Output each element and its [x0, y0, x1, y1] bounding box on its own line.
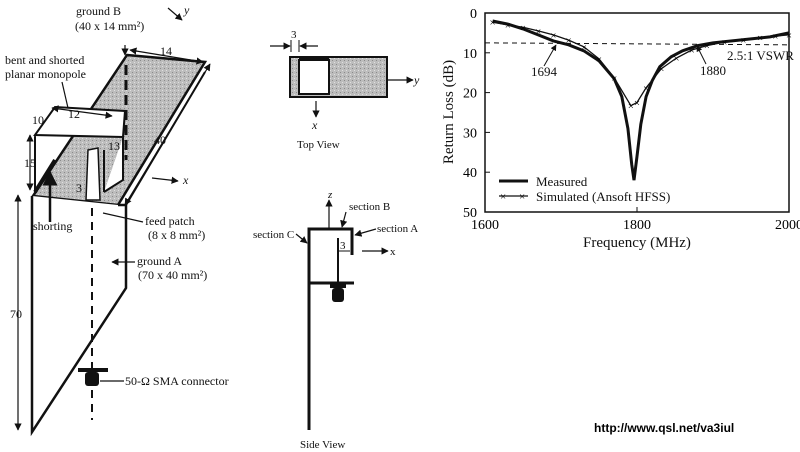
simulated-data-point: × [740, 35, 746, 47]
dim-14: 14 [160, 44, 172, 58]
sma-connector-icon [78, 368, 108, 386]
feed-patch-label: feed patch [145, 214, 195, 228]
side-view [295, 199, 389, 430]
monopole-label-1: bent and shorted [5, 53, 84, 67]
connector-label: 50-Ω SMA connector [125, 374, 229, 388]
monopole-label-2: planar monopole [5, 67, 86, 81]
simulated-data-point: × [489, 17, 495, 29]
series-measured-line [492, 19, 790, 181]
dim-70: 70 [10, 307, 22, 321]
ground-a-label: ground A [137, 254, 182, 268]
y-tick-label: 10 [463, 47, 477, 62]
annotation-1880: 1880 [700, 63, 726, 78]
legend-simulated-marker-2: × [519, 191, 525, 203]
annotation-1694: 1694 [531, 64, 558, 79]
dim-40: 40 [154, 133, 166, 147]
dim-12-arrow [51, 105, 113, 119]
source-url: http://www.qsl.net/va3iul [594, 421, 734, 435]
simulated-data-point: × [505, 20, 511, 32]
simulated-data-point: × [673, 53, 679, 65]
dim-13: 13 [108, 139, 120, 153]
simulated-data-point: × [772, 31, 778, 43]
ground-a-size: (70 x 40 mm²) [138, 268, 207, 282]
dim-14-arrow [129, 47, 204, 65]
simulated-data-point: × [581, 42, 587, 54]
simulated-data-point: × [689, 45, 695, 57]
x-axis-label: x [182, 173, 189, 187]
section-a-label: section A [377, 223, 418, 235]
simulated-data-point: × [596, 54, 602, 66]
series-simulated-line [492, 21, 790, 107]
simulated-data-point: × [611, 73, 617, 85]
top-view-dim-3: 3 [291, 29, 297, 41]
simulated-data-point: × [757, 33, 763, 45]
top-view-y-label: y [413, 73, 420, 87]
side-view-dim-3: 3 [340, 240, 346, 252]
y-axis-title: Return Loss (dB) [441, 60, 457, 164]
x-tick-label: 2000 [775, 218, 800, 233]
simulated-data-point: × [721, 37, 727, 49]
x-axis-arrow [151, 176, 179, 184]
y-tick-label: 50 [463, 206, 477, 221]
y-tick-label: 30 [463, 126, 477, 141]
annotation-1694-arrow [543, 44, 557, 67]
legend-simulated-label: Simulated (Ansoft HFSS) [536, 189, 670, 204]
y-axis-arrow [167, 7, 183, 21]
simulated-data-point: × [634, 98, 640, 110]
legend-measured-label: Measured [536, 174, 588, 189]
y-tick-label: 0 [470, 7, 477, 22]
x-tick-label: 1800 [623, 218, 651, 233]
perspective-view [14, 7, 211, 437]
simulated-data-point: × [786, 30, 792, 42]
side-view-title: Side View [300, 439, 345, 451]
simulated-data-point: × [658, 64, 664, 76]
monopole-leader [61, 81, 69, 109]
vswr-reference-line [484, 42, 790, 46]
dim-12: 12 [68, 107, 80, 121]
vswr-label: 2.5:1 VSWR [727, 48, 794, 63]
top-view-title: Top View [297, 139, 340, 151]
dim-10: 10 [32, 113, 44, 127]
top-view [270, 40, 414, 118]
feed-patch-leader [102, 212, 144, 223]
side-view-x-label: x [390, 246, 396, 258]
simulated-data-point: × [550, 30, 556, 42]
simulated-data-point: × [628, 101, 634, 113]
side-view-z-label: z [327, 189, 333, 201]
annotation-1880-arrow [696, 45, 707, 65]
side-sma-connector-icon [330, 283, 346, 302]
perspective-labels: ground B (40 x 14 mm²) y 14 bent and sho… [5, 3, 229, 388]
y-tick-label: 40 [463, 166, 477, 181]
feed-patch [85, 147, 101, 201]
dim-3: 3 [76, 181, 82, 195]
dim-15: 15 [24, 156, 36, 170]
ground-b-label: ground B [76, 4, 121, 18]
x-tick-label: 1600 [471, 218, 499, 233]
section-c-label: section C [253, 229, 294, 241]
shorting-label: shorting [33, 219, 72, 233]
simulated-data-point: × [565, 35, 571, 47]
simulated-data-point: × [643, 83, 649, 95]
section-b-label: section B [349, 201, 390, 213]
simulated-data-point: × [535, 26, 541, 38]
top-view-x-label: x [311, 118, 318, 132]
feed-patch-size: (8 x 8 mm²) [148, 228, 205, 242]
ground-a [30, 196, 128, 437]
y-axis-label: y [183, 3, 190, 17]
y-tick-label: 20 [463, 87, 477, 102]
legend-simulated-marker-1: × [500, 191, 506, 203]
simulated-data-point: × [704, 41, 710, 53]
simulated-data-point: × [520, 22, 526, 34]
x-axis-title: Frequency (MHz) [583, 235, 691, 251]
ground-b-size: (40 x 14 mm²) [75, 19, 144, 33]
dim-40-arrow [124, 63, 211, 206]
